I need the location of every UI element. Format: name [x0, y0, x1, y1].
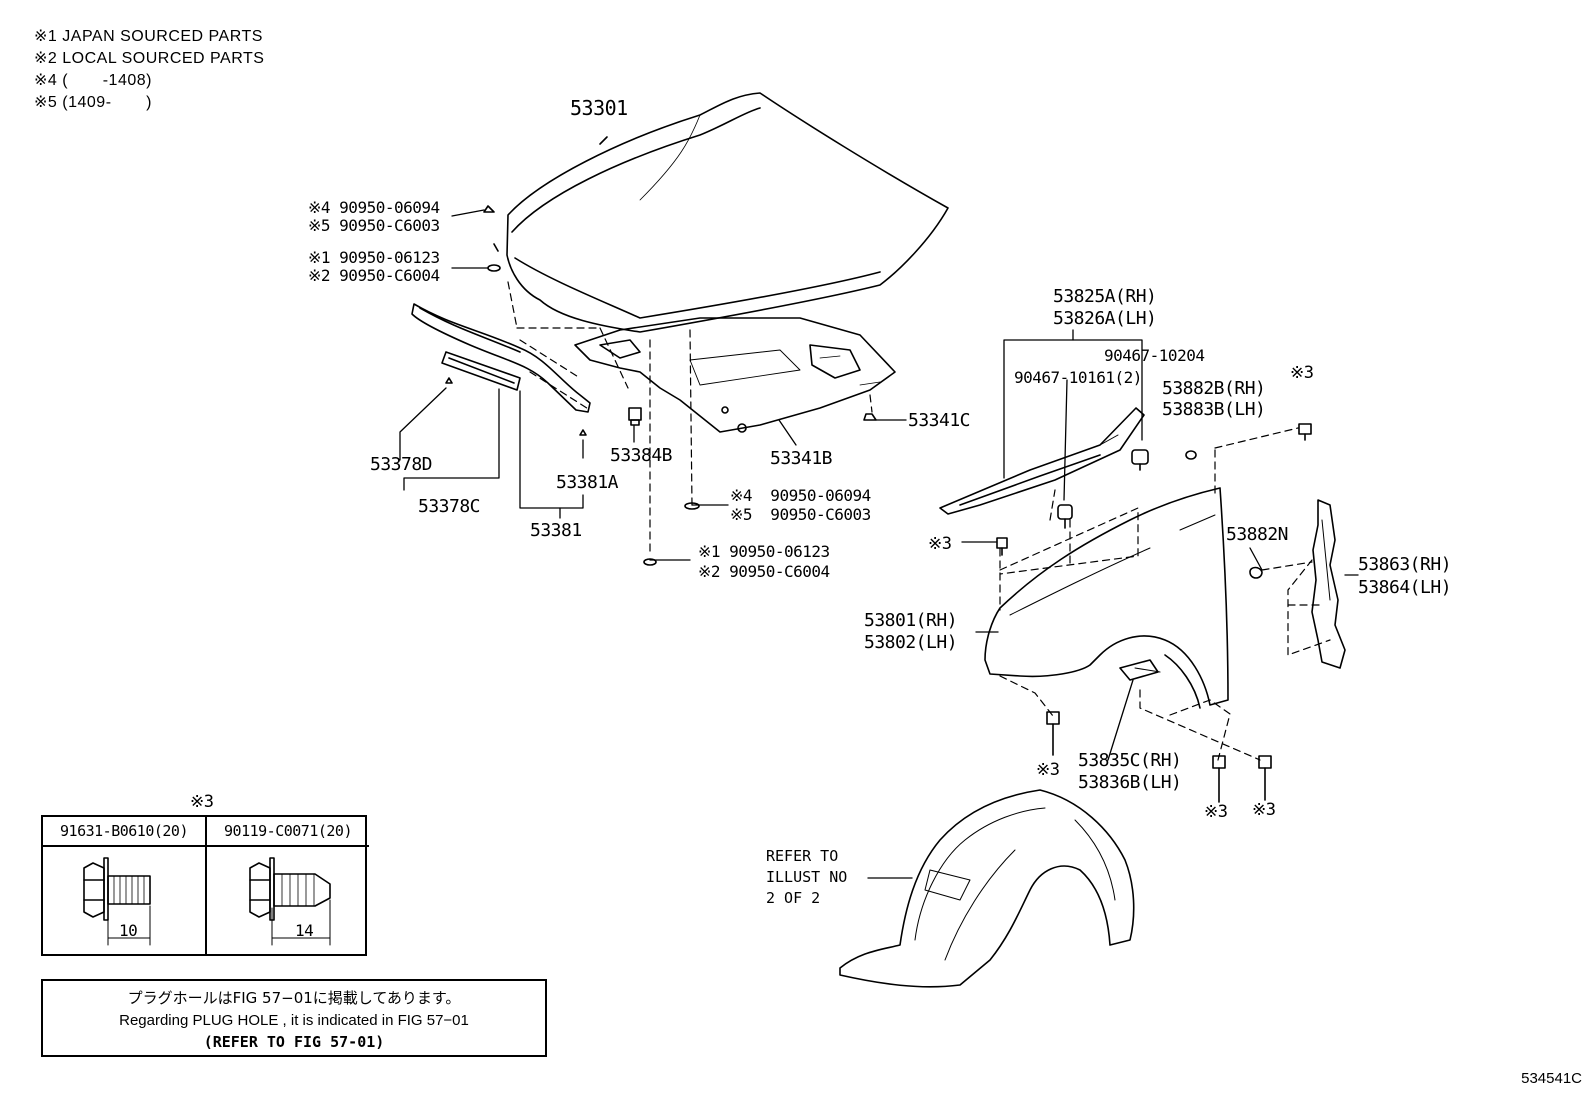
- callout-top-a1[interactable]: ※4 90950-06094: [308, 198, 440, 217]
- callout-low-b1[interactable]: ※1 90950-06123: [698, 542, 830, 561]
- fender-bracket-icon: [1119, 659, 1159, 681]
- bolt-icon: [1212, 755, 1226, 803]
- legend-row: ※1 JAPAN SOURCED PARTS: [34, 28, 263, 45]
- callout-star3: ※3: [1290, 363, 1314, 383]
- callout-top-b2[interactable]: ※2 90950-C6004: [308, 266, 440, 285]
- bumper-1-icon: [487, 264, 501, 272]
- note-english: Regarding PLUG HOLE , it is indicated in…: [119, 1012, 469, 1029]
- refer-illustration-note: REFER TO ILLUST NO 2 OF 2: [766, 847, 848, 907]
- note-japanese: プラグホールはFIG 57−01に掲載してあります。: [127, 989, 461, 1007]
- bumper-lower-4-icon: [684, 502, 700, 510]
- source-legend: ※1 JAPAN SOURCED PARTS ※2 LOCAL SOURCED …: [34, 26, 264, 114]
- bolt-table-title: ※3: [190, 792, 214, 812]
- callout-top-a2[interactable]: ※5 90950-C6003: [308, 216, 440, 235]
- bolt-icon: [1046, 711, 1060, 756]
- part-label-fender-lh[interactable]: 53802(LH): [864, 632, 958, 653]
- callout-star3: ※3: [1204, 802, 1228, 822]
- seal-brackets: [399, 387, 797, 519]
- part-label-hood-insulator[interactable]: 53341B: [770, 448, 833, 469]
- bolt-cell-right: 90119-C0071(20) 14: [205, 817, 369, 954]
- callout-star3: ※3: [1252, 800, 1276, 820]
- cushion-53384b-icon: [628, 407, 642, 426]
- hood-insulator-drawing: [574, 317, 896, 433]
- bolt-icon: [1258, 755, 1272, 801]
- part-label-clip-10161[interactable]: 90467-10161(2): [1014, 368, 1142, 387]
- clip-90467-10204-icon: [1131, 449, 1149, 471]
- clip-53341c-icon: [863, 413, 877, 421]
- diagram-code: 534541C: [1521, 1070, 1582, 1087]
- seal-53378-drawing: [441, 351, 521, 391]
- part-label-cushion-b-lh[interactable]: 53883B(LH): [1162, 399, 1266, 420]
- part-label-seal[interactable]: 53381: [530, 520, 582, 541]
- part-label-protector-lh[interactable]: 53826A(LH): [1053, 308, 1157, 329]
- part-label-seal-rh[interactable]: 53863(RH): [1358, 554, 1452, 575]
- bolt-part-number[interactable]: 90119-C0071(20): [207, 817, 369, 847]
- part-label-seal-c[interactable]: 53378C: [418, 496, 481, 517]
- bolt-table: 91631-B0610(20) 10 90119-C0071(20) 14: [41, 815, 369, 956]
- callout-low-a1[interactable]: ※4 90950-06094: [730, 486, 871, 505]
- part-label-fender-rh[interactable]: 53801(RH): [864, 610, 958, 631]
- part-label-seal-d[interactable]: 53378D: [370, 454, 433, 475]
- bumper-lower-1-icon: [643, 558, 657, 566]
- plug-hole-note: プラグホールはFIG 57−01に掲載してあります。 Regarding PLU…: [41, 979, 547, 1057]
- callout-low-b2[interactable]: ※2 90950-C6004: [698, 562, 830, 581]
- part-label-bracket-rh[interactable]: 53835C(RH): [1078, 750, 1182, 771]
- bolt-icon: [996, 537, 1008, 556]
- bumper-4-icon: [483, 205, 495, 213]
- part-label-protector-rh[interactable]: 53825A(RH): [1053, 286, 1157, 307]
- bolt-90119-drawing: [249, 857, 331, 946]
- fender-drawing: [984, 487, 1229, 709]
- legend-row: ※2 LOCAL SOURCED PARTS: [34, 50, 265, 67]
- label-leaders: [451, 209, 1359, 633]
- cushion-53882b-icon: [1185, 450, 1197, 460]
- clip-90467-10161-icon: [1057, 504, 1073, 529]
- legend-row: ※5 (1409- ): [34, 94, 152, 111]
- part-label-seal-a[interactable]: 53381A: [556, 472, 619, 493]
- fender-dashed-leaders: [999, 427, 1331, 761]
- part-label-insulator-clip[interactable]: 53341C: [908, 410, 971, 431]
- bolt-dimension: 14: [295, 921, 314, 940]
- part-label-cushion[interactable]: 53384B: [610, 445, 673, 466]
- note-reference[interactable]: (REFER TO FIG 57-01): [203, 1033, 385, 1051]
- bolt-icon: [1298, 423, 1312, 441]
- hood-dashed-leaders: [507, 281, 873, 556]
- legend-row: ※4 ( -1408): [34, 72, 152, 89]
- cushion-53882n-icon: [1249, 566, 1263, 579]
- part-label-cushion-b-rh[interactable]: 53882B(RH): [1162, 378, 1266, 399]
- clip-53378d-icon: [445, 377, 453, 384]
- fender-seal-drawing: [1311, 499, 1346, 669]
- clip-53381a-icon: [579, 429, 587, 436]
- part-label-bracket-lh[interactable]: 53836B(LH): [1078, 772, 1182, 793]
- bolt-cell-left: 91631-B0610(20) 10: [43, 817, 205, 954]
- part-label-clip-10204[interactable]: 90467-10204: [1104, 346, 1205, 365]
- fender-protector-drawing: [939, 407, 1145, 515]
- seal-53381-drawing: [411, 303, 591, 413]
- part-label-seal-lh[interactable]: 53864(LH): [1358, 577, 1452, 598]
- bolt-91631-drawing: [83, 857, 151, 946]
- fender-liner-drawing: [839, 789, 1135, 988]
- part-label-cushion-n[interactable]: 53882N: [1226, 524, 1289, 545]
- bolt-part-number[interactable]: 91631-B0610(20): [43, 817, 205, 847]
- callout-star3: ※3: [928, 534, 952, 554]
- hood-drawing: [506, 92, 949, 333]
- callout-low-a2[interactable]: ※5 90950-C6003: [730, 505, 871, 524]
- bolt-dimension: 10: [119, 921, 138, 940]
- callout-star3: ※3: [1036, 760, 1060, 780]
- callout-top-b1[interactable]: ※1 90950-06123: [308, 248, 440, 267]
- protector-bracket: [1003, 329, 1143, 501]
- part-label-hood[interactable]: 53301: [570, 96, 628, 120]
